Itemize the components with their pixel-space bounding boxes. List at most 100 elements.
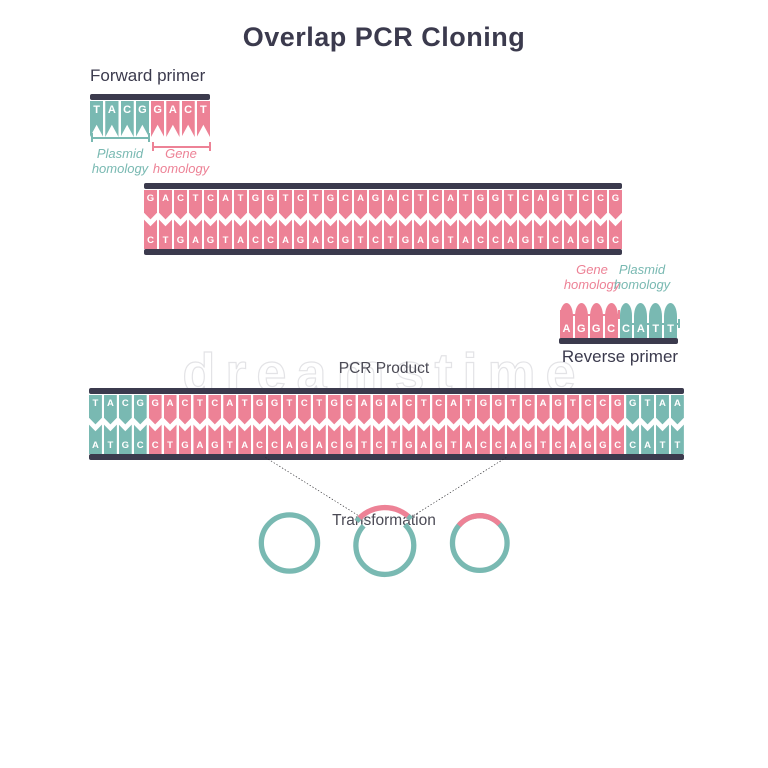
nucleotide-tile-C: C [133,424,147,454]
plasmid-homology-bracket-forward [91,133,150,142]
nucleotide-tile-C: C [372,424,386,454]
nucleotide-tile-T: T [670,424,684,454]
nucleotide-tile-C: C [249,219,262,249]
nucleotide-tile-A: A [238,424,252,454]
nucleotide-tile-C: C [208,395,222,425]
nucleotide-tile-C: C [148,424,162,454]
nucleotide-tile-G: G [432,424,446,454]
nucleotide-tile-T: T [384,219,397,249]
nucleotide-tile-G: G [342,424,356,454]
pcr-product-top-bar [89,388,684,394]
insert-homology-tip-left [354,516,362,524]
nucleotide-tile-C: C [264,219,277,249]
nucleotide-tile-G: G [589,303,603,338]
nucleotide-tile-T: T [534,219,547,249]
nucleotide-tile-C: C [432,395,446,425]
nucleotide-tile-T: T [536,424,550,454]
nucleotide-tile-A: A [219,190,232,220]
nucleotide-tile-T: T [641,395,655,425]
nucleotide-tile-C: C [476,424,490,454]
nucleotide-tile-G: G [204,219,217,249]
nucleotide-tile-G: G [133,395,147,425]
nucleotide-tile-C: C [399,190,412,220]
nucleotide-tile-G: G [574,303,588,338]
nucleotide-tile-C: C [491,424,505,454]
nucleotide-tile-G: G [297,424,311,454]
nucleotide-tile-C: C [489,219,502,249]
nucleotide-tile-G: G [135,101,149,137]
nucleotide-tile-A: A [564,219,577,249]
nucleotide-tile-C: C [402,395,416,425]
nucleotide-tile-G: G [474,190,487,220]
transformation-dashed-line-right [408,457,507,519]
nucleotide-tile-G: G [249,190,262,220]
nucleotide-tile-A: A [459,219,472,249]
nucleotide-tile-C: C [118,395,132,425]
nucleotide-tile-A: A [504,219,517,249]
transformation-graphic [258,457,510,578]
nucleotide-tile-T: T [417,395,431,425]
nucleotide-tile-G: G [264,190,277,220]
nucleotide-tile-A: A [536,395,550,425]
nucleotide-tile-C: C [474,219,487,249]
nucleotide-tile-A: A [656,395,669,425]
page-title: Overlap PCR Cloning [242,22,526,52]
nucleotide-tile-A: A [566,424,580,454]
nucleotide-tile-T: T [89,395,102,425]
nucleotide-tile-T: T [159,219,172,249]
nucleotide-tile-G: G [339,219,352,249]
nucleotide-tile-C: C [594,190,607,220]
nucleotide-tile-G: G [609,190,622,220]
nucleotide-tile-G: G [581,424,595,454]
nucleotide-tile-T: T [223,424,237,454]
nucleotide-tile-G: G [429,219,442,249]
nucleotide-tile-G: G [144,190,157,220]
nucleotide-tile-G: G [372,395,386,425]
nucleotide-tile-T: T [387,424,401,454]
nucleotide-tile-T: T [163,424,177,454]
nucleotide-tile-A: A [506,424,520,454]
plasmid-homology-label-reverse: Plasmid homology [613,262,671,293]
nucleotide-tile-T: T [414,190,427,220]
reverse-primer-label: Reverse primer [561,347,679,366]
nucleotide-tile-C: C [369,219,382,249]
nucleotide-tile-T: T [196,101,210,137]
nucleotide-tile-A: A [534,190,547,220]
nucleotide-tile-A: A [312,424,326,454]
insert-fragment-arc [354,504,413,524]
nucleotide-tile-G: G [521,424,535,454]
nucleotide-tile-C: C [551,424,565,454]
recombinant-plasmid-insert [456,513,502,528]
nucleotide-tile-A: A [462,424,475,454]
plasmid-homology-label-forward: Plasmid homology [91,146,149,177]
nucleotide-tile-G: G [519,219,532,249]
nucleotide-tile-A: A [387,395,401,425]
nucleotide-tile-A: A [634,303,648,338]
nucleotide-tile-C: C [626,424,640,454]
nucleotide-tile-C: C [342,395,356,425]
nucleotide-tile-T: T [444,219,457,249]
nucleotide-tile-T: T [234,190,247,220]
nucleotide-tile-T: T [462,395,475,425]
template-dna-top-bar [144,183,622,189]
nucleotide-tile-A: A [223,395,237,425]
nucleotide-tile-C: C [294,190,307,220]
nucleotide-tile-G: G [148,395,162,425]
nucleotide-tile-C: C [181,101,195,137]
nucleotide-tile-G: G [489,190,502,220]
nucleotide-tile-A: A [89,424,102,454]
nucleotide-tile-C: C [579,190,592,220]
reverse-primer-backbone-bar [559,338,678,344]
nucleotide-tile-C: C [174,190,187,220]
nucleotide-tile-G: G [294,219,307,249]
nucleotide-tile-A: A [444,190,457,220]
nucleotide-tile-T: T [459,190,472,220]
nucleotide-tile-G: G [253,395,267,425]
nucleotide-tile-A: A [103,395,117,425]
insert-homology-tip-right [406,513,413,521]
nucleotide-tile-A: A [414,219,427,249]
nucleotide-tile-C: C [253,424,267,454]
